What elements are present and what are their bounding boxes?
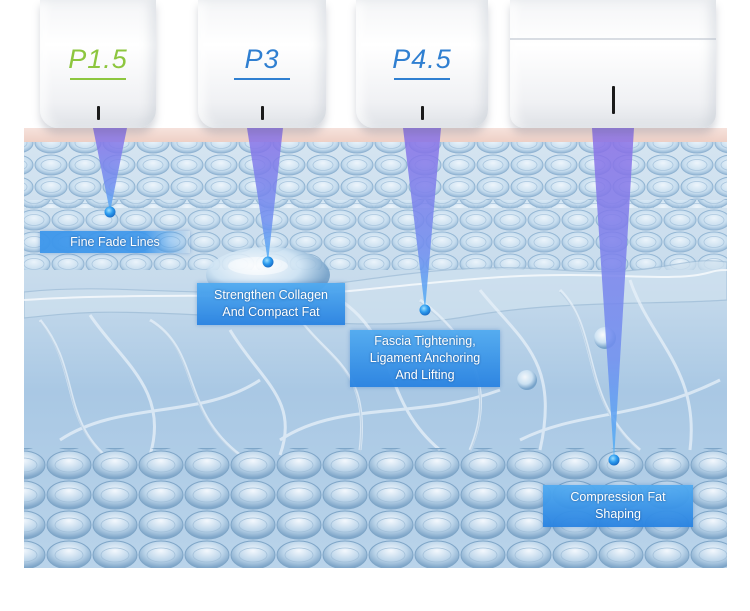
callout-text-line-1: Compression Fat <box>570 490 666 504</box>
applicator-notch <box>96 106 100 120</box>
callout-text-line-2: Shaping <box>595 507 641 521</box>
applicator-notch <box>611 86 615 114</box>
callout-text: Fine Fade Lines <box>70 234 160 249</box>
applicator-notch <box>420 106 424 120</box>
callout-fascia-tightening: Fascia Tightening, Ligament Anchoring An… <box>350 330 500 387</box>
beam-large <box>592 128 634 460</box>
callout-text-line-3: And Lifting <box>395 368 455 382</box>
callout-text-line-2: Ligament Anchoring <box>369 351 481 365</box>
beam-p4-5 <box>403 128 441 310</box>
applicator-large <box>510 0 716 128</box>
callout-fine-fade-lines: Fine Fade Lines <box>40 231 190 253</box>
applicator-p4-5: P4.5 <box>356 0 488 128</box>
beam-p1-5 <box>93 128 127 212</box>
applicator-notch <box>260 106 264 120</box>
bubble-2 <box>517 370 537 390</box>
depth-label-p4-5: P4.5 <box>392 44 452 74</box>
applicator-p3: P3 <box>198 0 326 128</box>
beam-p3 <box>247 128 283 262</box>
focus-point-p1-5 <box>104 206 116 218</box>
callout-text-line-2: And Compact Fat <box>222 305 320 319</box>
callout-strengthen-collagen: Strengthen Collagen And Compact Fat <box>197 283 345 325</box>
focus-point-p4-5 <box>419 304 431 316</box>
applicator-p1-5: P1.5 <box>40 0 156 128</box>
callout-compression-fat: Compression Fat Shaping <box>543 485 693 527</box>
focus-point-large <box>608 454 620 466</box>
callout-text-line-1: Fascia Tightening, <box>374 334 476 348</box>
callout-text-line-1: Strengthen Collagen <box>214 288 328 302</box>
focus-point-p3 <box>262 256 274 268</box>
depth-label-p3: P3 <box>244 44 280 74</box>
depth-label-p1-5: P1.5 <box>68 44 128 74</box>
skin-surface <box>24 128 727 142</box>
